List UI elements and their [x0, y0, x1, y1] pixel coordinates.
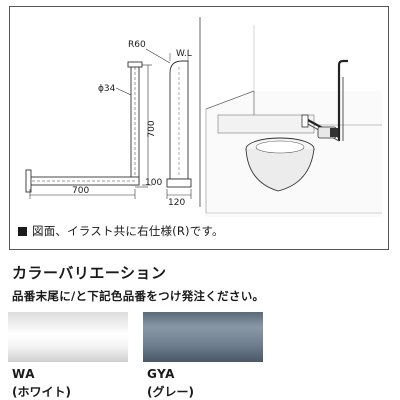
diameter-label: ϕ34	[98, 84, 116, 94]
bar-top-cap	[127, 61, 143, 68]
bar-end-flange	[25, 169, 32, 193]
spec-note: 図面、イラスト共に右仕様(R)です。	[18, 223, 224, 239]
grab-bar-diagram: ϕ34 700 700 100 120 R60 W.L	[25, 17, 382, 217]
swatch-white-name: (ホワイト)	[12, 385, 71, 399]
toilet-bowl	[245, 148, 315, 192]
wall-grab-bar-top	[337, 59, 348, 77]
swatch-gray-name: (グレー)	[147, 385, 194, 399]
color-section-subtitle: 品番末尾に/と下記色品番をつけ発注ください。	[12, 289, 265, 303]
swatch-white	[8, 312, 128, 362]
bullet-square-icon	[18, 227, 27, 236]
spec-note-text: 図面、イラスト共に右仕様(R)です。	[32, 224, 224, 238]
swatch-gray	[143, 312, 263, 362]
toilet-illustration	[205, 25, 382, 217]
wall-line-label: W.L	[176, 49, 192, 59]
side-base-flange	[166, 178, 192, 188]
diagram-panel: ϕ34 700 700 100 120 R60 W.L	[9, 6, 389, 250]
height-dim-label: 700	[147, 120, 157, 137]
depth-dim-label: 120	[168, 198, 185, 208]
radius-label: R60	[128, 40, 146, 50]
color-section-title: カラーバリエーション	[12, 264, 167, 282]
width-dim-label: 700	[72, 186, 89, 196]
offset-dim-label: 100	[145, 178, 162, 188]
swatch-gray-code: GYA	[147, 367, 175, 381]
swatch-white-code: WA	[12, 367, 35, 381]
